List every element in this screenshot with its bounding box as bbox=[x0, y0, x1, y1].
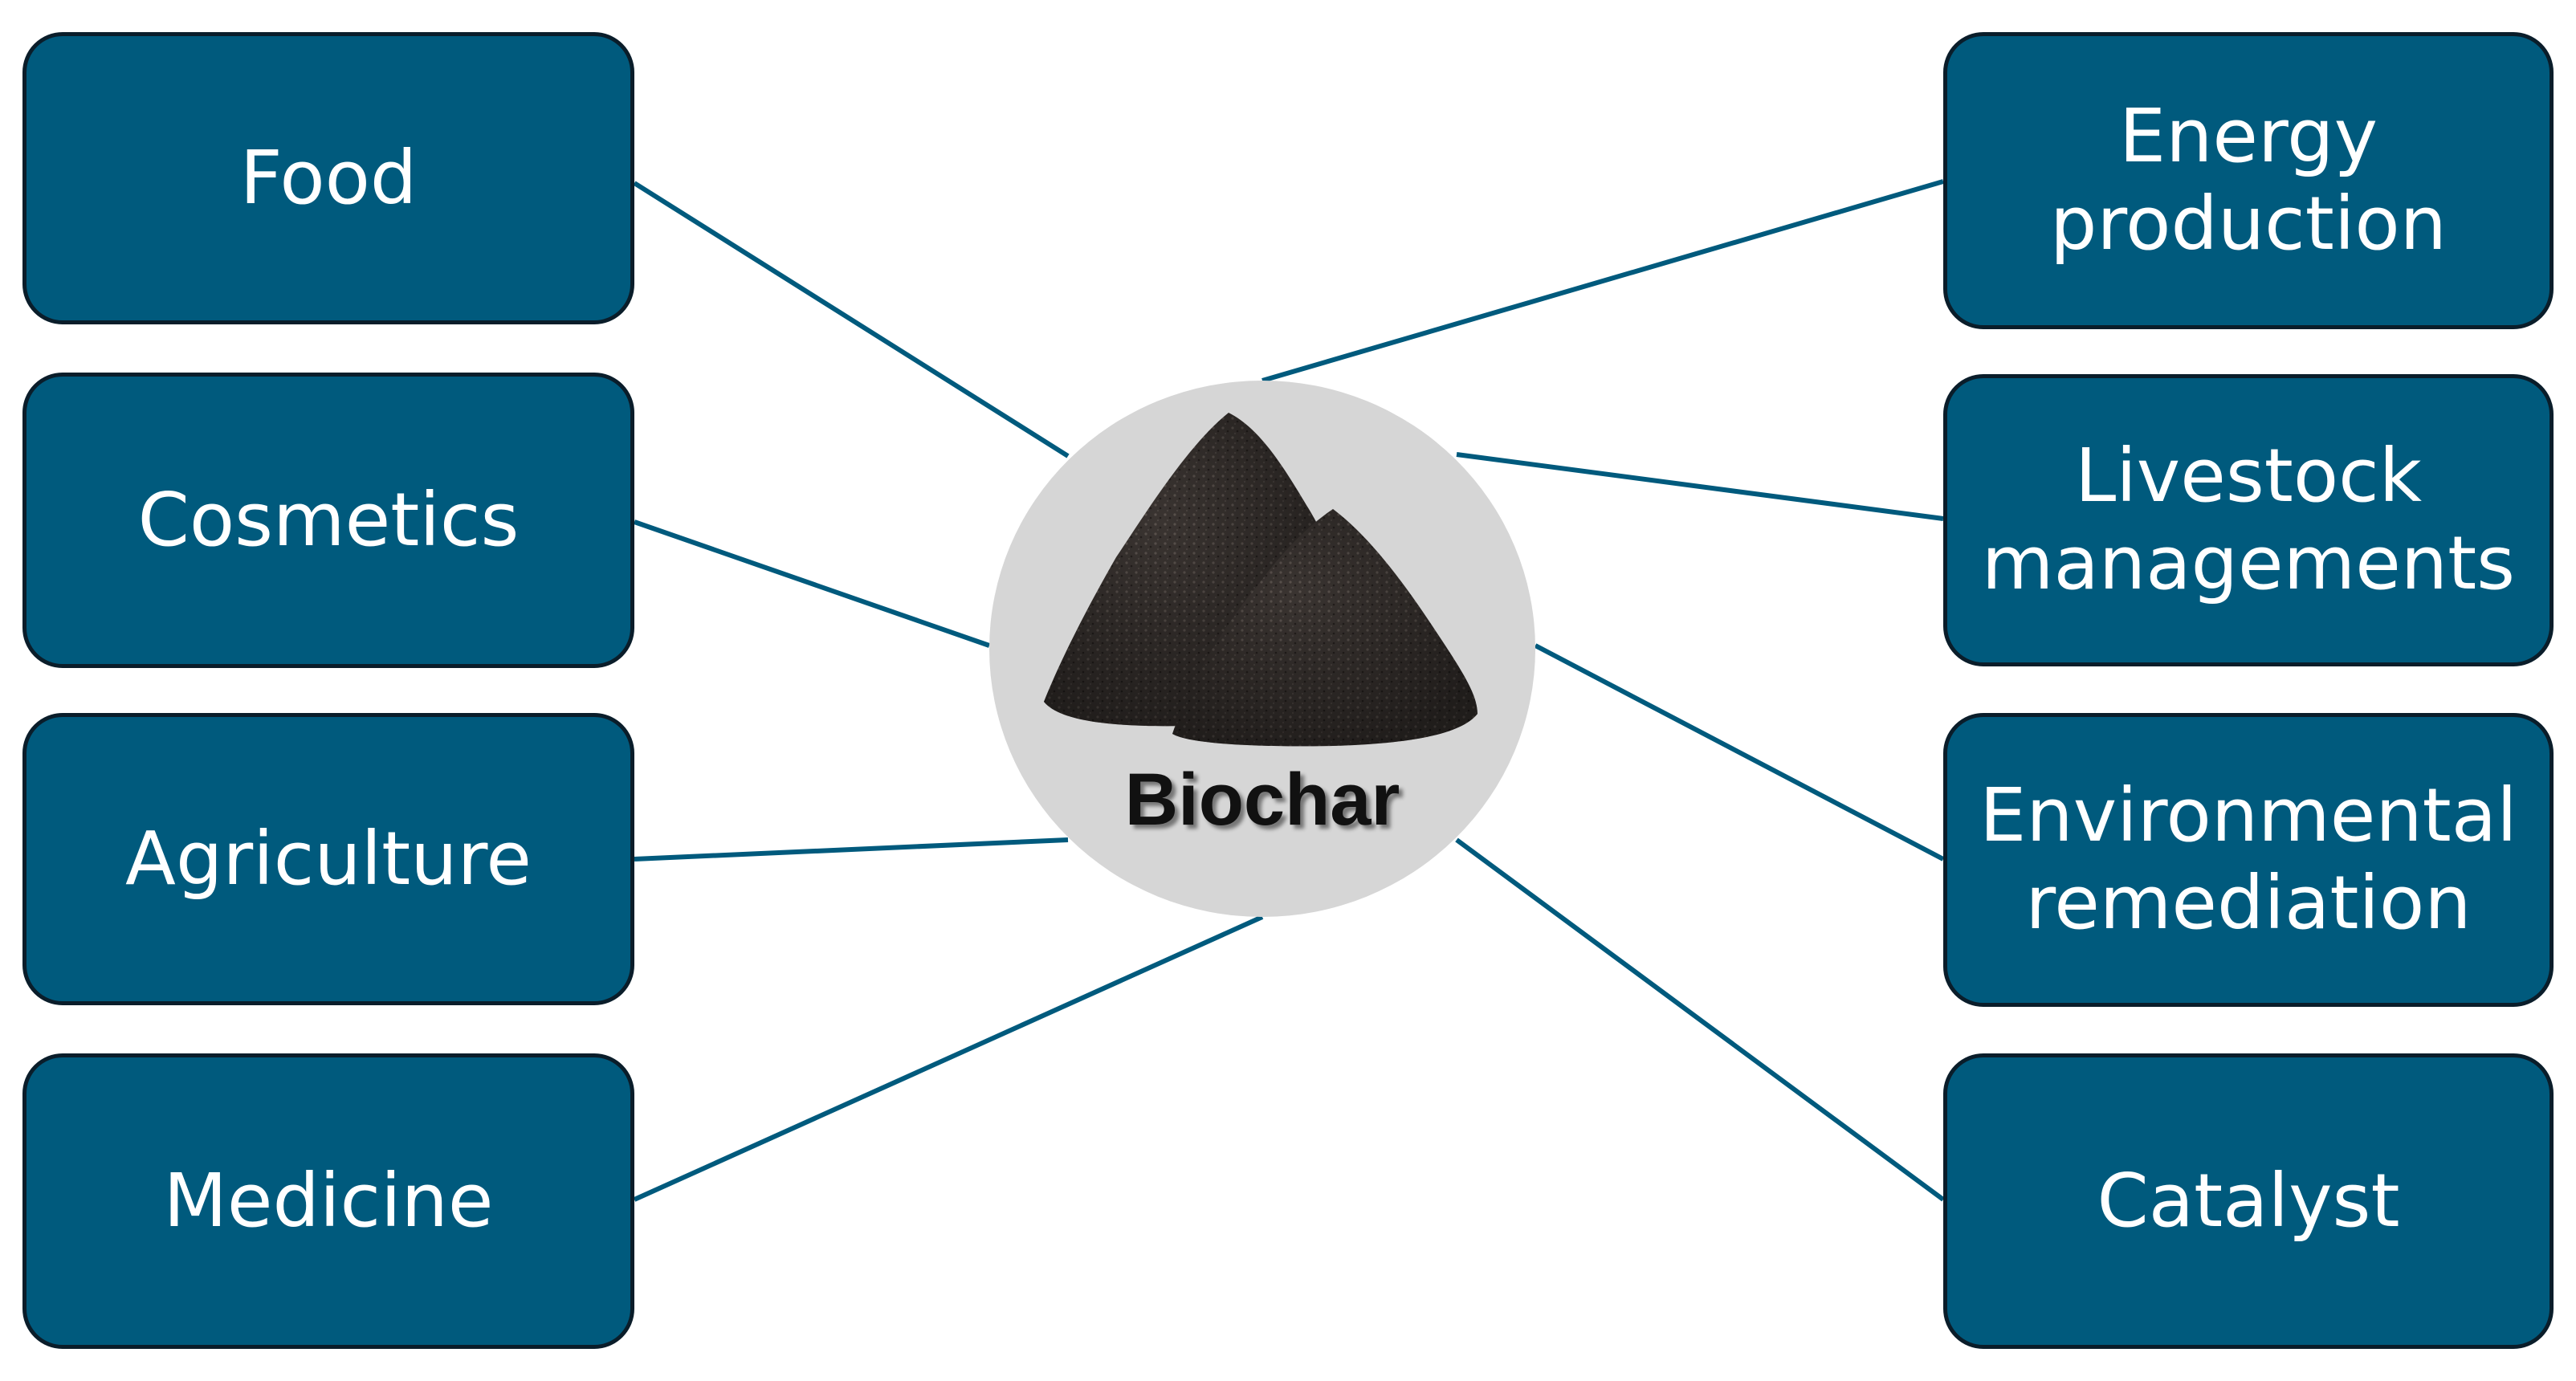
box-livestock-managements-label: Livestock managements bbox=[1981, 433, 2516, 606]
box-medicine-label: Medicine bbox=[163, 1157, 494, 1244]
box-agriculture-label: Agriculture bbox=[125, 815, 532, 902]
connector-catalyst bbox=[1455, 837, 1945, 1202]
box-medicine: Medicine bbox=[22, 1053, 634, 1349]
box-food-label: Food bbox=[239, 134, 418, 221]
connector-agriculture bbox=[634, 837, 1069, 862]
box-environmental-remediation-label: Environmental remediation bbox=[1979, 772, 2517, 946]
box-cosmetics: Cosmetics bbox=[22, 373, 634, 668]
box-cosmetics-label: Cosmetics bbox=[137, 476, 520, 563]
biochar-hub: Biochar bbox=[989, 381, 1535, 917]
connector-energy-production bbox=[1262, 179, 1944, 383]
box-catalyst: Catalyst bbox=[1943, 1053, 2554, 1349]
box-energy-production: Energy production bbox=[1943, 32, 2554, 329]
connector-environmental-remediation bbox=[1534, 643, 1945, 862]
box-food: Food bbox=[22, 32, 634, 324]
box-livestock-managements: Livestock managements bbox=[1943, 374, 2554, 666]
box-energy-production-label: Energy production bbox=[2049, 93, 2447, 267]
biochar-label: Biochar bbox=[1124, 759, 1400, 841]
box-agriculture: Agriculture bbox=[22, 713, 634, 1005]
connector-cosmetics bbox=[634, 519, 990, 648]
connector-medicine bbox=[633, 915, 1264, 1202]
biochar-powder-pile-icon bbox=[1044, 413, 1478, 747]
box-catalyst-label: Catalyst bbox=[2097, 1157, 2400, 1244]
connector-food bbox=[633, 181, 1070, 458]
connector-livestock-managements bbox=[1456, 452, 1944, 521]
box-environmental-remediation: Environmental remediation bbox=[1943, 713, 2554, 1007]
